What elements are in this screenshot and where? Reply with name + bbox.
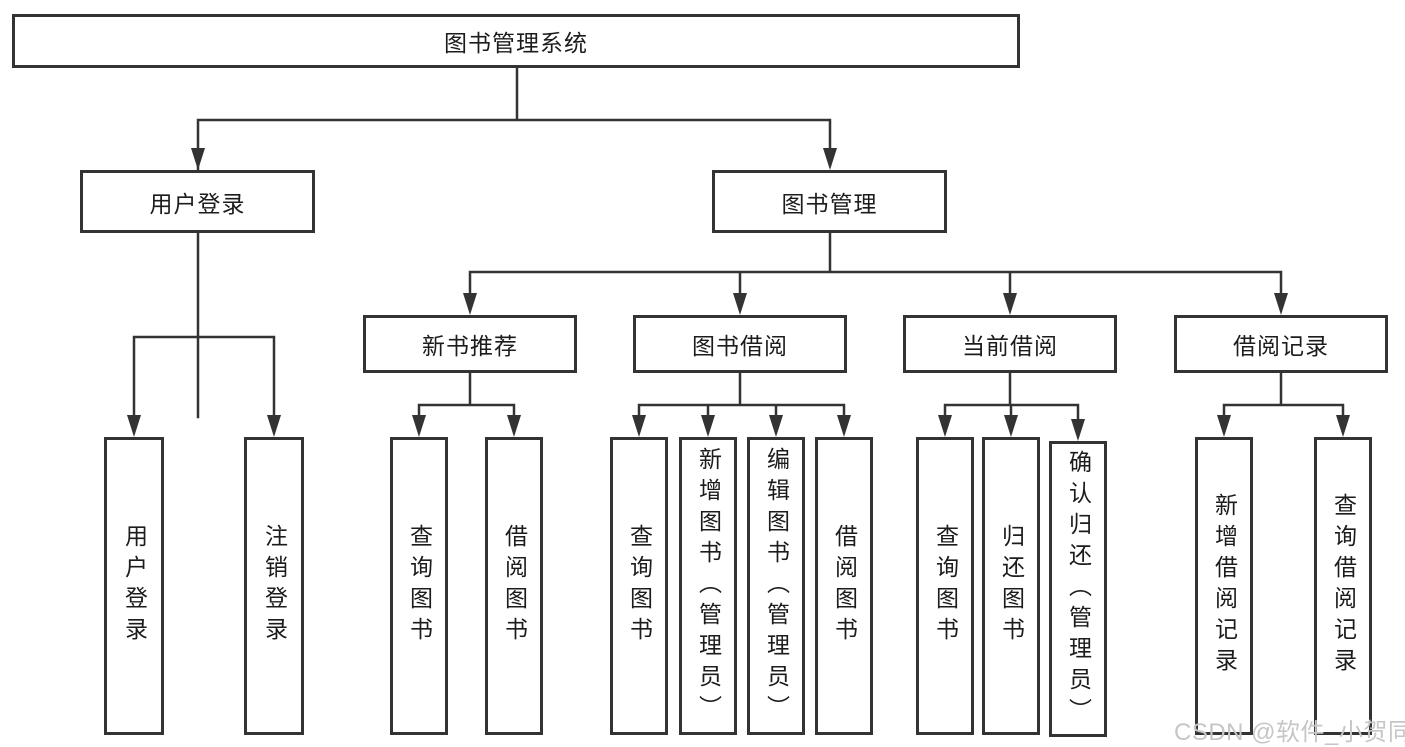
leaf-query-borrow-record-label: 查询借阅记录 <box>1330 493 1357 679</box>
leaf-borrow-book-recommend: 借阅图书 <box>485 437 543 735</box>
node-new-book-recommend: 新书推荐 <box>363 315 577 373</box>
node-book-management: 图书管理 <box>712 170 947 233</box>
leaf-logout: 注销登录 <box>244 437 304 735</box>
leaf-query-book-recommend: 查询图书 <box>390 437 448 735</box>
node-root: 图书管理系统 <box>12 14 1020 68</box>
leaf-borrow-book-recommend-label: 借阅图书 <box>501 524 528 648</box>
node-current-borrowing-label: 当前借阅 <box>962 333 1058 359</box>
leaf-query-book-recommend-label: 查询图书 <box>406 524 433 648</box>
leaf-user-login: 用户登录 <box>104 437 164 735</box>
leaf-add-borrow-record-label: 新增借阅记录 <box>1211 493 1238 679</box>
leaf-query-borrow-record: 查询借阅记录 <box>1314 437 1372 735</box>
node-borrowing-records: 借阅记录 <box>1174 315 1388 373</box>
leaf-edit-book-admin: 编辑图书（管理员） <box>747 437 805 735</box>
leaf-add-book-admin-label: 新增图书（管理员） <box>695 446 722 726</box>
leaf-query-book-borrowing-label: 查询图书 <box>626 524 653 648</box>
leaf-confirm-return-admin: 确认归还（管理员） <box>1049 441 1107 737</box>
node-book-borrowing: 图书借阅 <box>633 315 847 373</box>
leaf-user-login-label: 用户登录 <box>121 524 148 648</box>
leaf-query-book-borrowing: 查询图书 <box>610 437 668 735</box>
node-root-label: 图书管理系统 <box>444 30 588 56</box>
node-user-login: 用户登录 <box>80 170 315 233</box>
node-user-login-label: 用户登录 <box>149 190 246 217</box>
arrowheads <box>127 148 1350 441</box>
node-new-book-recommend-label: 新书推荐 <box>422 333 518 359</box>
node-book-management-label: 图书管理 <box>781 190 878 217</box>
leaf-borrow-book-label: 借阅图书 <box>831 524 858 648</box>
leaf-return-book-label: 归还图书 <box>998 524 1025 648</box>
csdn-watermark: CSDN @软件_小贺同学 <box>1174 719 1405 746</box>
leaf-return-book: 归还图书 <box>982 437 1040 735</box>
leaf-add-book-admin: 新增图书（管理员） <box>679 437 737 735</box>
node-borrowing-records-label: 借阅记录 <box>1233 333 1329 359</box>
leaf-add-borrow-record: 新增借阅记录 <box>1195 437 1253 735</box>
node-book-borrowing-label: 图书借阅 <box>692 333 788 359</box>
leaf-query-book-current: 查询图书 <box>916 437 974 735</box>
leaf-confirm-return-admin-label: 确认归还（管理员） <box>1065 449 1092 729</box>
leaf-edit-book-admin-label: 编辑图书（管理员） <box>763 446 790 726</box>
leaf-logout-label: 注销登录 <box>261 524 288 648</box>
node-current-borrowing: 当前借阅 <box>903 315 1117 373</box>
leaf-borrow-book: 借阅图书 <box>815 437 873 735</box>
leaf-query-book-current-label: 查询图书 <box>932 524 959 648</box>
